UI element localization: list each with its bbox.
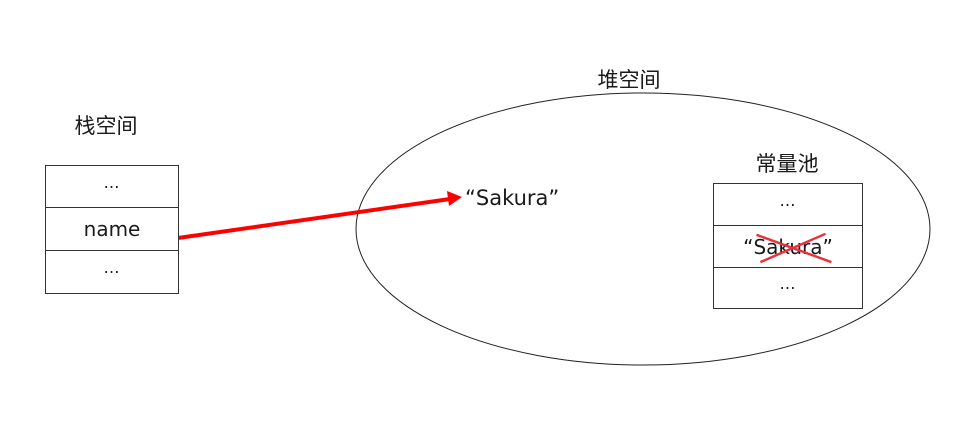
stack-cell-text: … [103, 258, 121, 277]
reference-arrow [177, 191, 462, 240]
constant-pool-box: … “Sakura” … [713, 183, 863, 309]
constant-pool-title: 常量池 [755, 152, 819, 176]
pool-cell: … [714, 268, 862, 307]
heap-string-object: “Sakura” [465, 186, 560, 210]
stack-cell-text: name [83, 217, 141, 241]
heap-space-ellipse [355, 92, 931, 366]
heap-space-title: 堆空间 [597, 68, 661, 92]
stack-cell: … [46, 251, 178, 292]
stack-cell-name: name [46, 208, 178, 251]
stack-cell: … [46, 166, 178, 208]
pool-cell: … [714, 184, 862, 226]
stack-space-title: 栈空间 [74, 114, 138, 138]
pool-cell-text: … [779, 274, 797, 293]
stack-cell-text: … [103, 173, 121, 192]
pool-cell-struck: “Sakura” [714, 226, 862, 268]
stack-frame-box: … name … [45, 165, 179, 294]
pool-cell-text: … [779, 191, 797, 210]
pool-cell-text: “Sakura” [743, 234, 833, 259]
